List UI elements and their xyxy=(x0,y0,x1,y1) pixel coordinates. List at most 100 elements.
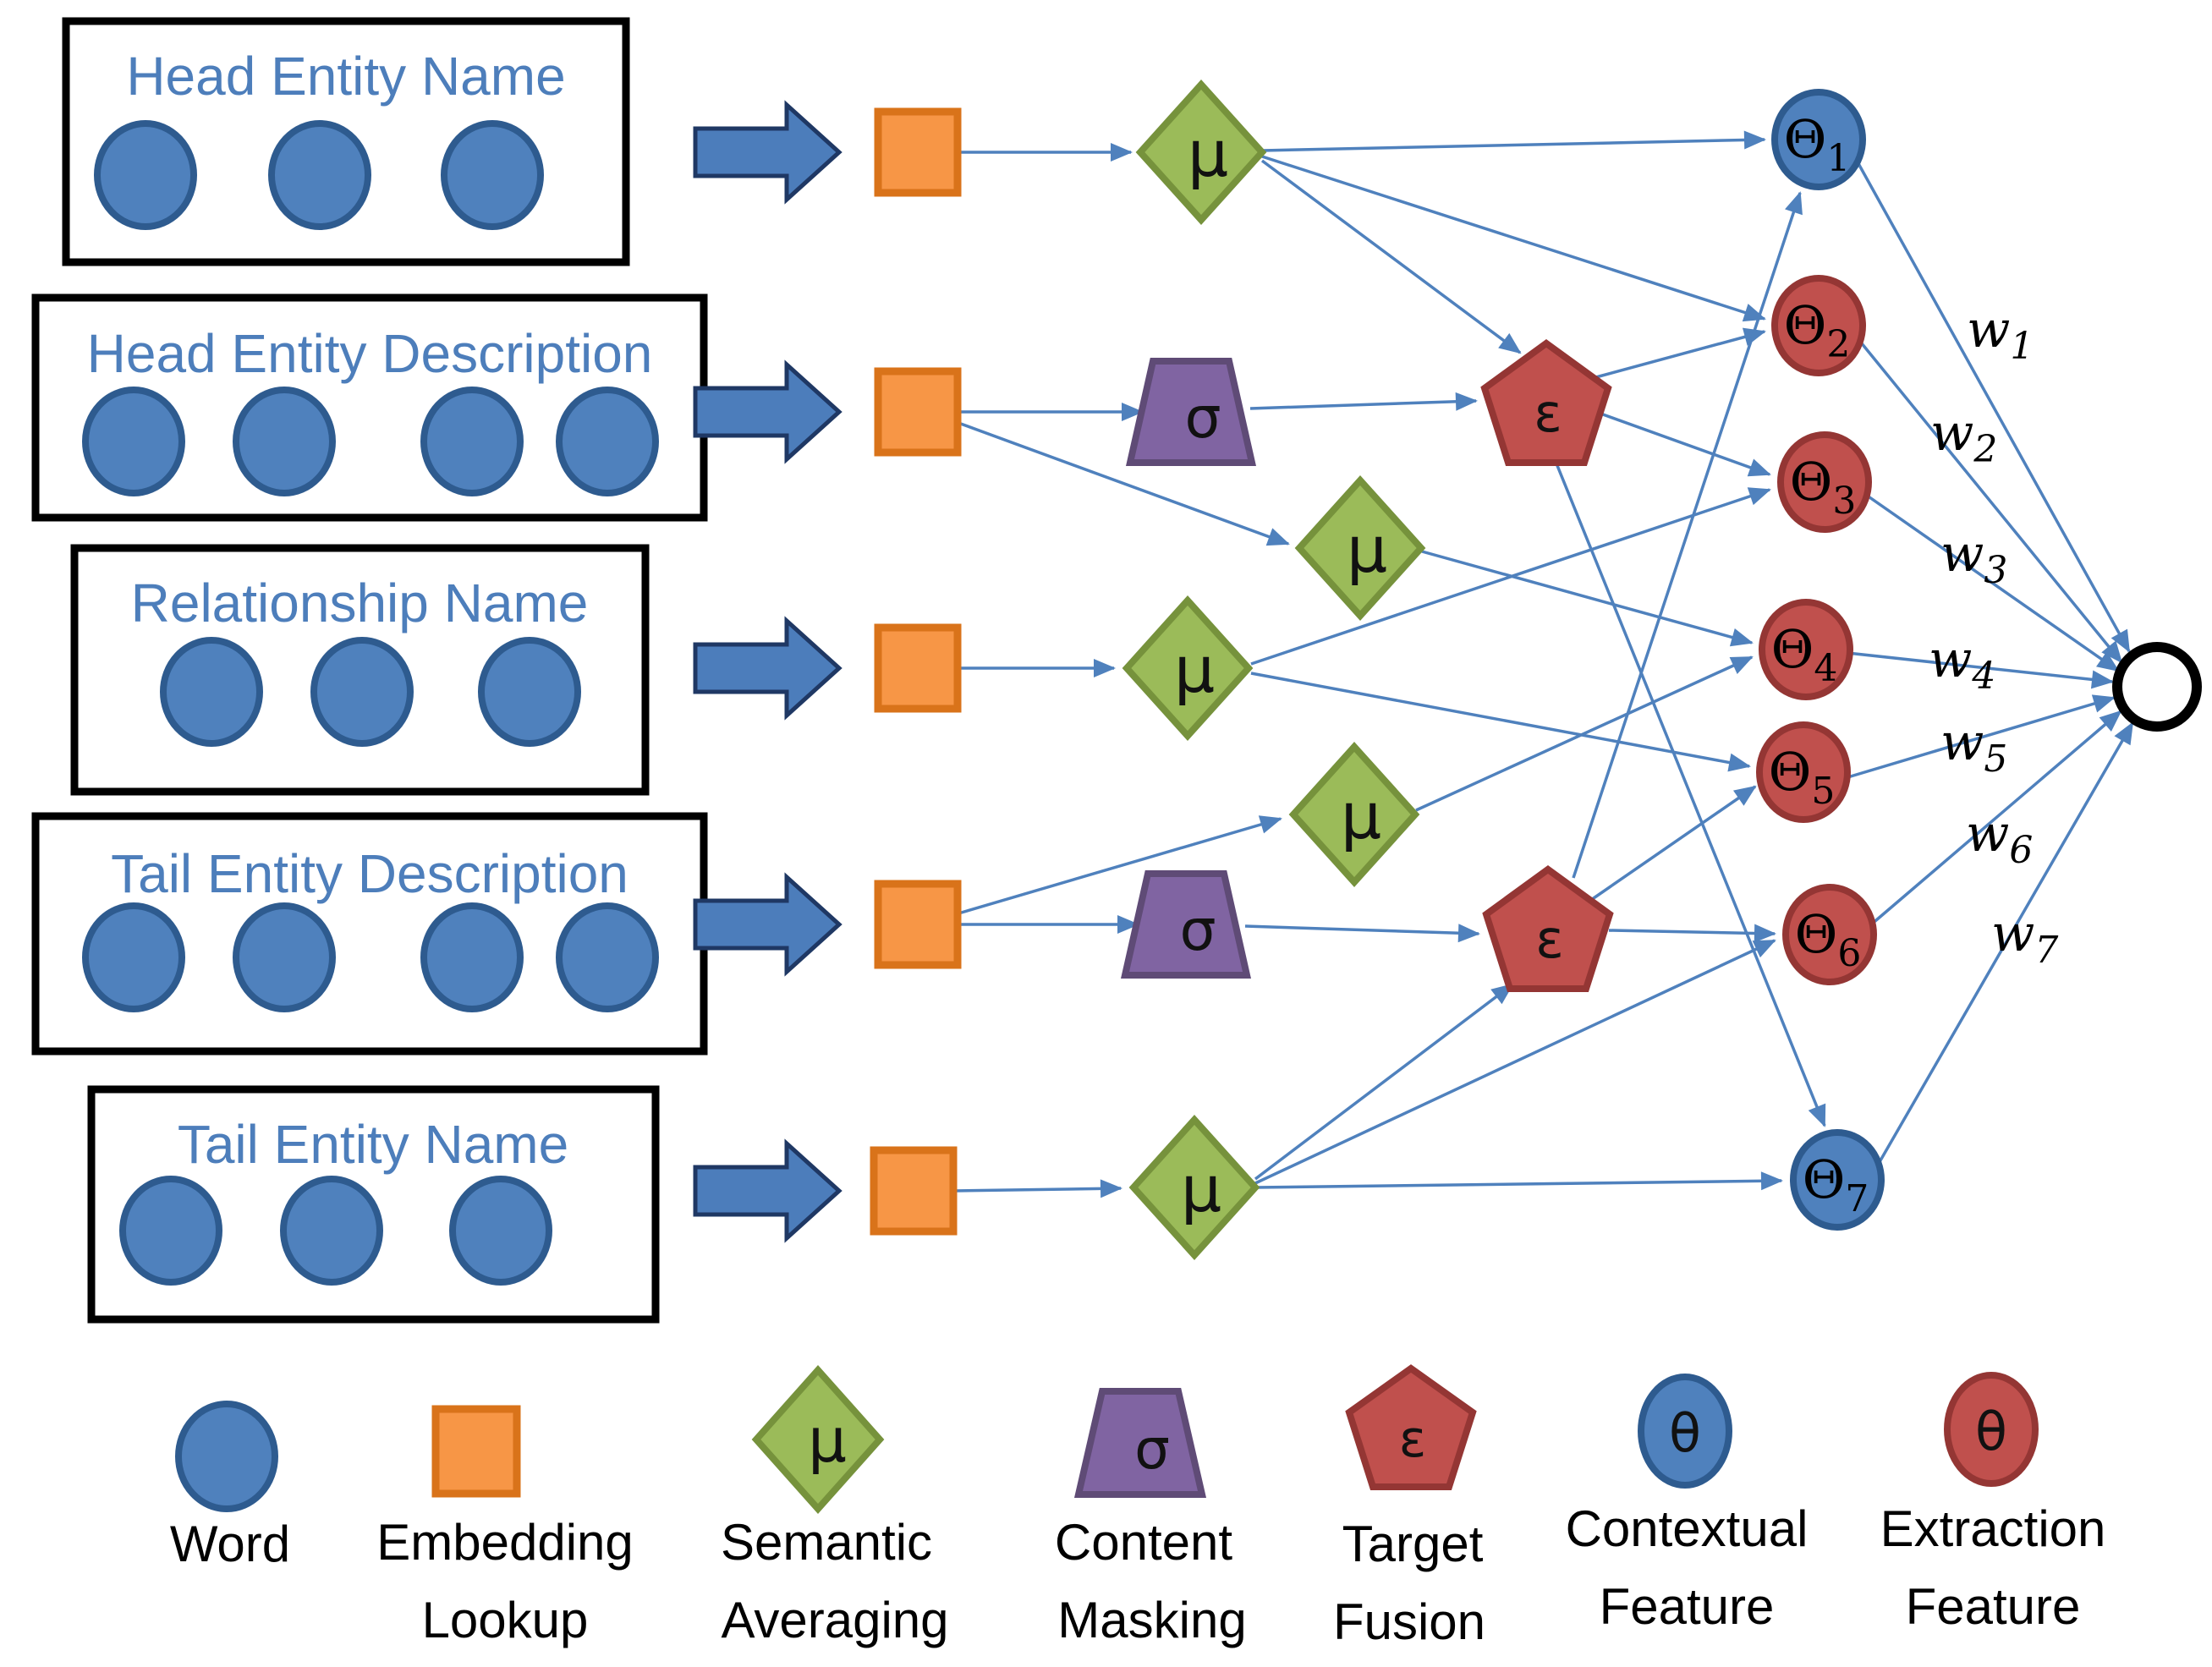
box-title: Relationship Name xyxy=(131,573,589,633)
word-circle xyxy=(478,637,581,747)
word-circle xyxy=(556,902,659,1012)
averaging-diamond-tail-name xyxy=(1128,1115,1260,1260)
w-base: w xyxy=(1940,524,1984,584)
word-circle xyxy=(119,1176,222,1286)
box-title: Tail Entity Description xyxy=(111,843,628,904)
edge-mu3-theta5 xyxy=(1250,672,1751,772)
edge-eps2-theta6 xyxy=(1608,924,1776,943)
word-circle xyxy=(94,120,197,230)
edge-eps1-theta2 xyxy=(1592,327,1766,380)
contextual-circle-icon xyxy=(1638,1374,1732,1489)
w-base: w xyxy=(1991,904,2034,963)
word-circle xyxy=(310,637,414,747)
word-circle xyxy=(233,387,336,496)
sigma-glyph: σ xyxy=(1179,897,1216,964)
edge-mu5-theta6 xyxy=(1254,939,1776,1185)
averaging-diamond-head-name xyxy=(1135,80,1267,225)
word-circle xyxy=(268,120,371,230)
output-node xyxy=(2112,642,2202,732)
feature-nodes: Θ1 Θ2 Θ3 Θ4 Θ5 Θ6 Θ7 xyxy=(1756,89,1885,1231)
masking-trapezoid-tail-desc xyxy=(1121,870,1251,979)
theta-subscript: 5 xyxy=(1811,770,1835,813)
fusion-pentagon-head xyxy=(1480,339,1612,466)
flow-arrow-tail-name xyxy=(693,1138,843,1243)
embedding-square-icon xyxy=(431,1405,521,1498)
box-title: Head Entity Name xyxy=(126,46,565,107)
flow-arrow-tail-desc xyxy=(693,872,843,977)
edge-eps1-theta3 xyxy=(1602,413,1771,477)
legend-item-word: Word xyxy=(170,1401,290,1572)
theta-subscript: 2 xyxy=(1826,323,1850,366)
embedding-squares xyxy=(870,107,962,1236)
edge-eps2-theta1 xyxy=(1572,191,1803,879)
edge-mu1-theta1 xyxy=(1261,130,1766,152)
edge-mu5-theta7 xyxy=(1254,1171,1783,1191)
input-box-head-entity-name: Head Entity Name xyxy=(62,17,630,266)
edge-layer xyxy=(953,130,2134,1198)
edge-sq4-mu4 xyxy=(958,815,1282,915)
legend-label: Feature xyxy=(1600,1578,1775,1635)
edge-theta7-output xyxy=(1875,721,2134,1167)
w-base: w xyxy=(1930,403,1973,463)
theta-subscript: 1 xyxy=(1826,137,1850,180)
extraction-feature-node-theta6 xyxy=(1782,884,1877,985)
extraction-feature-node-theta5 xyxy=(1756,721,1851,823)
mu-glyph: μ xyxy=(1174,632,1215,707)
flow-arrow-head-desc xyxy=(693,359,843,464)
edge-theta1-output xyxy=(1854,158,2131,653)
mu-glyph: μ xyxy=(1341,778,1381,853)
legend-item-semantic-averaging: μ Semantic Averaging xyxy=(721,1364,949,1648)
extraction-feature-node-theta3 xyxy=(1777,431,1872,533)
weight-w3: w3 xyxy=(1940,524,2007,592)
w-subscript: 6 xyxy=(2009,829,2033,872)
contextual-feature-node-theta1 xyxy=(1771,89,1866,190)
theta-subscript: 7 xyxy=(1845,1177,1869,1220)
legend-label: Embedding xyxy=(376,1514,634,1571)
edge-mu4-theta4 xyxy=(1415,655,1754,812)
theta-subscript: 4 xyxy=(1814,647,1837,690)
mu-glyph: μ xyxy=(1181,1151,1221,1226)
fusion-pentagon-icon xyxy=(1345,1364,1477,1490)
theta2-label: Θ2 xyxy=(1784,294,1851,366)
word-circle xyxy=(420,387,524,496)
averaging-diamonds: μ μ μ μ μ xyxy=(1122,80,1426,1260)
theta-glyph: Θ xyxy=(1769,741,1812,803)
edge-sigma1-eps1 xyxy=(1249,392,1478,411)
contextual-feature-node-theta7 xyxy=(1790,1129,1885,1231)
legend: Word Embedding Lookup μ Semantic Averagi… xyxy=(170,1364,2106,1650)
legend-item-content-masking: σ Content Masking xyxy=(1055,1388,1247,1648)
legend-label: Feature xyxy=(1906,1578,2081,1635)
edge-eps1-theta7 xyxy=(1555,463,1826,1127)
legend-item-extraction-feature: θ Extraction Feature xyxy=(1880,1372,2106,1635)
theta-glyph: Θ xyxy=(1784,294,1827,356)
box-title: Head Entity Description xyxy=(87,323,653,384)
theta-glyph: Θ xyxy=(1784,108,1827,170)
box-title: Tail Entity Name xyxy=(178,1114,568,1175)
embedding-square-head-desc xyxy=(874,367,962,457)
w-subscript: 4 xyxy=(1971,655,1995,698)
w-base: w xyxy=(1940,713,1984,772)
mu-glyph: μ xyxy=(1188,116,1228,191)
legend-label: Lookup xyxy=(422,1592,589,1648)
weight-labels: w1 w2 w3 w4 w5 w6 w7 xyxy=(1929,300,2058,972)
legend-label: Semantic xyxy=(721,1514,932,1571)
edge-theta3-output xyxy=(1862,491,2120,672)
w-subscript: 1 xyxy=(2010,325,2034,368)
w-subscript: 7 xyxy=(2034,929,2058,972)
legend-label: Extraction xyxy=(1880,1500,2106,1557)
averaging-diamond-relationship xyxy=(1122,595,1254,741)
mu-glyph: μ xyxy=(808,1405,847,1476)
edge-sq2-mu2 xyxy=(958,421,1290,546)
flow-arrow-head-name xyxy=(693,100,843,205)
w-subscript: 5 xyxy=(1984,738,2007,781)
edge-mu5-eps2 xyxy=(1254,983,1514,1181)
theta1-label: Θ1 xyxy=(1784,108,1851,180)
legend-label: Word xyxy=(170,1516,290,1572)
sigma-glyph: σ xyxy=(1134,1417,1170,1482)
word-circle xyxy=(556,387,659,496)
edge-theta2-output xyxy=(1856,337,2123,664)
legend-label: Content xyxy=(1055,1514,1232,1571)
input-box-tail-entity-description: Tail Entity Description xyxy=(31,812,708,1056)
input-box-relationship-name: Relationship Name xyxy=(70,544,650,796)
